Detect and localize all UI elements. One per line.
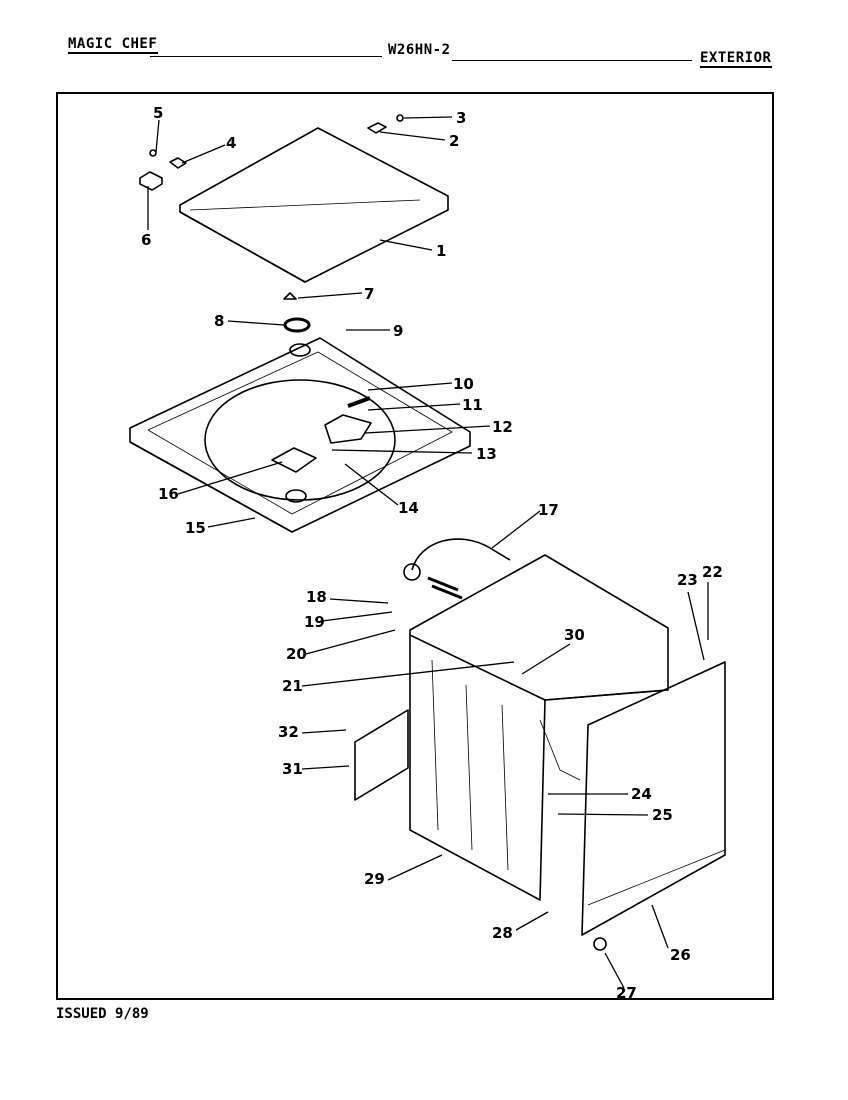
section-label: EXTERIOR — [700, 50, 772, 66]
callout-26: 26 — [670, 946, 691, 964]
callout-15: 15 — [185, 519, 206, 537]
rear-panel-part — [581, 661, 726, 936]
callout-12: 12 — [492, 418, 513, 436]
header-rule-right — [452, 60, 692, 61]
cabinet-part — [409, 554, 669, 901]
section-underline — [700, 66, 772, 68]
callout-1: 1 — [436, 242, 446, 260]
callout-13: 13 — [476, 445, 497, 463]
callout-3: 3 — [456, 109, 466, 127]
callout-7: 7 — [364, 285, 374, 303]
callout-17: 17 — [538, 501, 559, 519]
diagram-frame — [56, 92, 774, 1000]
model-label: W26HN-2 — [388, 42, 451, 58]
callout-21: 21 — [282, 677, 303, 695]
callout-4: 4 — [226, 134, 236, 152]
callout-11: 11 — [462, 396, 483, 414]
callout-29: 29 — [364, 870, 385, 888]
callout-6: 6 — [141, 231, 151, 249]
callout-19: 19 — [304, 613, 325, 631]
callout-27: 27 — [616, 984, 637, 1002]
hinge-parts — [139, 114, 404, 191]
callout-2: 2 — [449, 132, 459, 150]
callout-14: 14 — [398, 499, 419, 517]
callout-23: 23 — [677, 571, 698, 589]
brand-underline — [68, 52, 158, 54]
callout-22: 22 — [702, 563, 723, 581]
callout-31: 31 — [282, 760, 303, 778]
callout-18: 18 — [306, 588, 327, 606]
top-cover-part — [129, 337, 471, 533]
callout-9: 9 — [393, 322, 403, 340]
header-rule-left — [150, 56, 382, 57]
callout-20: 20 — [286, 645, 307, 663]
callout-labels: 1 2 3 4 5 6 7 8 9 10 11 12 13 14 15 16 1… — [141, 104, 723, 1002]
callout-24: 24 — [631, 785, 652, 803]
callout-5: 5 — [153, 104, 163, 122]
callout-8: 8 — [214, 312, 224, 330]
seal-ring-part — [283, 317, 311, 333]
callout-25: 25 — [652, 806, 673, 824]
callout-10: 10 — [453, 375, 474, 393]
callout-30: 30 — [564, 626, 585, 644]
callout-16: 16 — [158, 485, 179, 503]
callout-32: 32 — [278, 723, 299, 741]
brand-label: MAGIC CHEF — [68, 36, 158, 52]
power-cord-part — [403, 538, 511, 600]
callout-28: 28 — [492, 924, 513, 942]
bumper-part — [283, 292, 297, 300]
top-lid-part — [179, 127, 449, 283]
leader-lines — [147, 116, 709, 989]
issued-date: ISSUED 9/89 — [56, 1006, 149, 1022]
access-panel-part — [354, 709, 409, 801]
leveling-leg-part — [593, 937, 607, 951]
